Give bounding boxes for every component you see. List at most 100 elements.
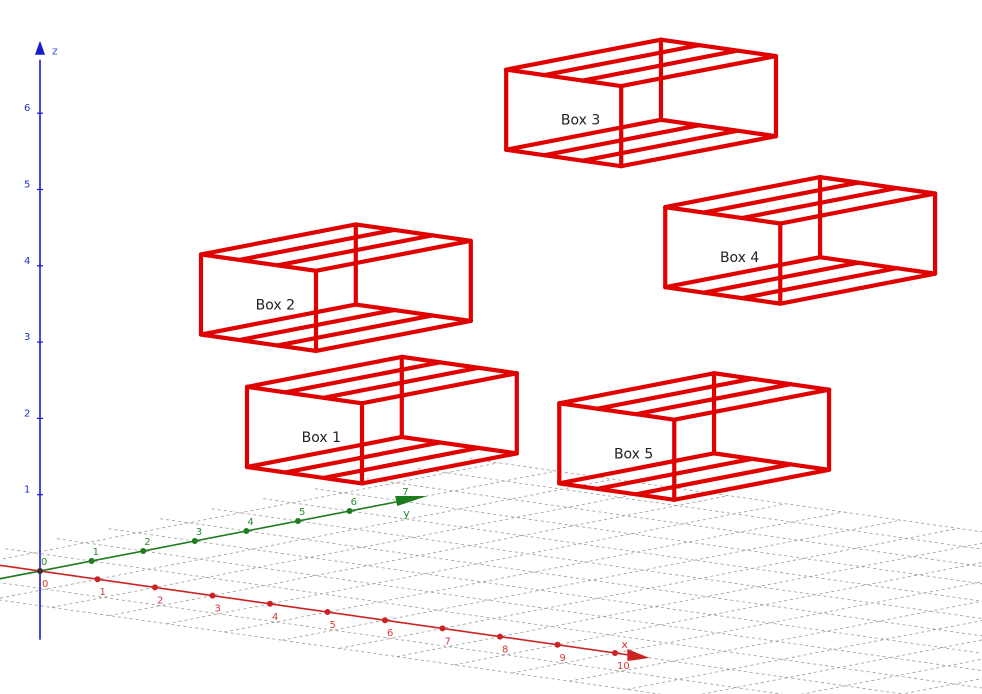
box-edge <box>663 255 823 290</box>
y-axis-line <box>0 497 417 580</box>
x-axis-line <box>0 564 636 657</box>
box-edge <box>658 37 779 59</box>
x-tick-point <box>439 625 446 632</box>
box-edge <box>504 117 664 152</box>
box-edge <box>557 451 717 486</box>
box-edge <box>244 354 404 389</box>
box-edge <box>663 285 783 306</box>
box-edge <box>817 175 938 196</box>
box-edge <box>663 175 823 210</box>
grid-line <box>800 658 982 694</box>
grid-line <box>0 564 906 694</box>
z-axis-arrow <box>35 40 45 55</box>
x-tick-label: 8 <box>502 645 508 656</box>
box-divider <box>275 313 435 348</box>
box-edge <box>778 271 938 306</box>
x-tick-label: 10 <box>617 661 630 672</box>
grid-line <box>569 600 982 682</box>
box-label: Box 2 <box>256 297 295 313</box>
box-label: Box 1 <box>302 430 341 446</box>
x-axis-arrow <box>627 649 650 662</box>
box-edge <box>313 238 473 273</box>
box-divider <box>283 360 443 395</box>
box-edge <box>658 117 779 139</box>
x-tick-label: 3 <box>215 604 221 615</box>
box-divider <box>739 266 899 301</box>
ground-grid <box>0 458 982 694</box>
z-axis-label: z <box>52 45 58 58</box>
box-divider <box>701 180 861 215</box>
box-edge <box>557 481 677 502</box>
y-tick-point <box>88 558 95 564</box>
box-edge <box>244 434 404 470</box>
z-tick-label: 2 <box>24 408 30 419</box>
origin-point <box>37 568 43 574</box>
grid-line <box>314 488 982 585</box>
y-tick-point <box>295 518 301 524</box>
grid-line <box>263 498 982 602</box>
box-edge <box>504 37 664 72</box>
y-axis-arrow <box>395 496 428 506</box>
y-tick-label: 1 <box>93 547 99 558</box>
box-divider <box>542 43 702 78</box>
z-tick-label: 1 <box>24 485 30 496</box>
x-axis-label: x <box>621 638 628 651</box>
z-tick-label: 5 <box>24 180 30 191</box>
x-tick-label: 7 <box>445 636 451 647</box>
grid-line <box>857 602 982 694</box>
box-edge <box>399 434 519 456</box>
box-edge <box>504 67 624 89</box>
grid-line <box>418 468 982 550</box>
box-edge <box>353 302 473 324</box>
y-tick-point <box>140 548 147 554</box>
y-tick-label: 4 <box>247 517 253 528</box>
z-tick-label: 6 <box>24 103 30 114</box>
box-edge <box>198 222 358 257</box>
box-edge <box>399 354 519 376</box>
x-tick-point <box>612 650 618 656</box>
box-edge <box>663 205 783 226</box>
box-edge <box>198 302 358 337</box>
box-edge <box>778 191 938 226</box>
x-tick-point <box>382 617 388 624</box>
grid-line <box>56 538 982 672</box>
x-tick-label: 9 <box>560 653 566 664</box>
y-tick-point <box>191 538 198 544</box>
grid-line <box>211 508 982 619</box>
grid-line <box>109 495 729 616</box>
box-edge <box>244 464 365 486</box>
y-tick-point <box>398 498 405 504</box>
z-tick-label: 4 <box>24 256 30 267</box>
y-tick-label: 5 <box>299 507 305 518</box>
box-edge <box>353 222 473 243</box>
box-edge <box>359 371 519 406</box>
y-axis-label: y <box>403 507 410 520</box>
grid-line <box>0 582 784 694</box>
origin-label: 0 <box>41 557 47 568</box>
box-divider <box>595 376 755 411</box>
y-tick-point <box>243 528 250 534</box>
box-label: Box 4 <box>720 250 759 266</box>
box-edge <box>557 371 717 406</box>
box-edge <box>198 252 319 273</box>
box-edge <box>619 134 779 169</box>
x-tick-point <box>497 633 503 640</box>
y-tick-label: 3 <box>196 527 202 538</box>
x-tick-label: 5 <box>330 620 336 631</box>
grid-line <box>366 478 982 567</box>
box-edge <box>198 332 319 354</box>
box-edge <box>817 255 938 276</box>
box-edge <box>504 147 624 169</box>
x-tick-label: 6 <box>387 628 393 639</box>
grid-line <box>0 470 557 580</box>
grid-line <box>626 620 982 690</box>
box-edge <box>672 467 832 502</box>
grid-line <box>511 581 982 674</box>
x-tick-label: 1 <box>100 587 106 598</box>
y-tick-label: 7 <box>402 487 408 498</box>
grid-line <box>900 678 982 694</box>
box-2: Box 2 <box>198 222 473 354</box>
